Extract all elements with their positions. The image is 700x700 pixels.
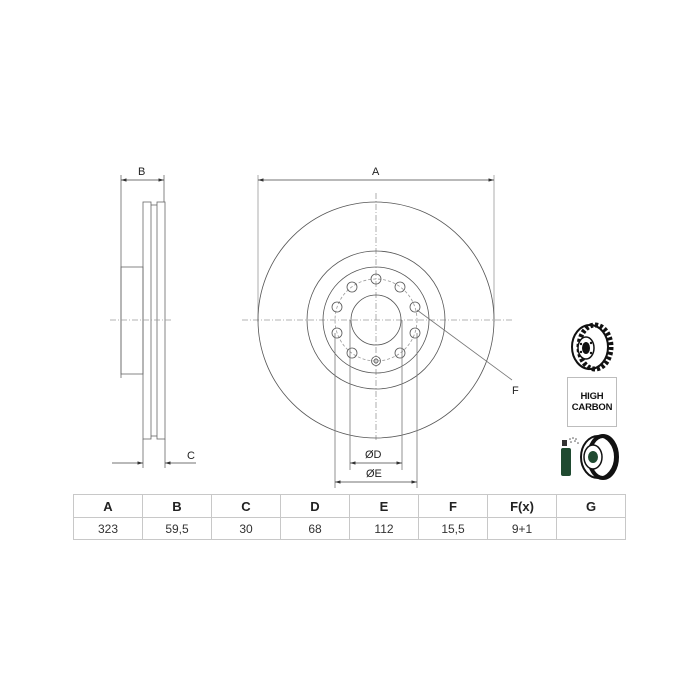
dimension-label-d: ØD xyxy=(365,449,382,461)
value-f: 15,5 xyxy=(418,517,488,540)
header-d: D xyxy=(280,494,350,518)
value-a: 323 xyxy=(73,517,143,540)
dimension-label-b: B xyxy=(138,166,145,178)
side-view xyxy=(110,175,196,468)
dimension-label-a: A xyxy=(372,166,380,178)
header-b: B xyxy=(142,494,212,518)
high-carbon-line1: HIGH xyxy=(580,391,604,402)
value-d: 68 xyxy=(280,517,350,540)
value-fx: 9+1 xyxy=(487,517,557,540)
front-view xyxy=(242,175,513,488)
header-a: A xyxy=(73,494,143,518)
dimension-label-c: C xyxy=(187,450,195,462)
header-fx: F(x) xyxy=(487,494,557,518)
value-b: 59,5 xyxy=(142,517,212,540)
header-c: C xyxy=(211,494,281,518)
high-carbon-badge: HIGH CARBON xyxy=(567,377,617,427)
value-c: 30 xyxy=(211,517,281,540)
header-f: F xyxy=(418,494,488,518)
table-header-row: A B C D E F F(x) G xyxy=(73,494,626,518)
header-g: G xyxy=(556,494,626,518)
value-g xyxy=(556,517,626,540)
header-e: E xyxy=(349,494,419,518)
table-value-row: 323 59,5 30 68 112 15,5 9+1 xyxy=(73,517,626,540)
vented-disc-icon xyxy=(571,322,614,372)
high-carbon-line2: CARBON xyxy=(571,402,613,413)
dimension-label-f: F xyxy=(512,385,519,397)
dimension-label-e: ØE xyxy=(366,468,382,480)
dimensions-table: A B C D E F F(x) G 323 59,5 30 68 112 15… xyxy=(73,494,626,540)
coated-disc-icon xyxy=(561,434,619,480)
value-e: 112 xyxy=(349,517,419,540)
